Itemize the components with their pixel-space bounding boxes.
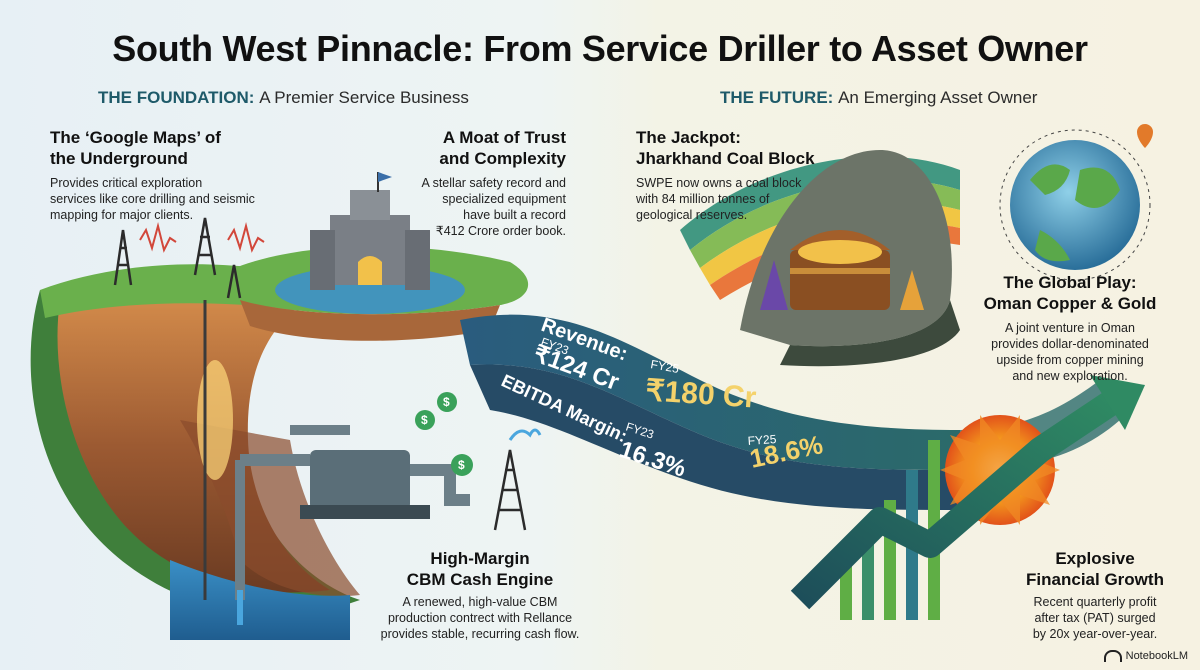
seismic-wave-right: [227, 222, 265, 253]
growth-body-line3: by 20x year-over-year.: [1032, 627, 1158, 641]
cbm-body-line3: provides stable, recurring cash flow.: [380, 627, 580, 641]
jackpot-body-line2: with 84 million tonnes of: [636, 192, 770, 206]
jackpot-body-line3: geological reserves.: [636, 208, 748, 222]
global-play-body-line3: upside from copper mining: [996, 353, 1144, 367]
global-play-heading-line1: The Global Play:: [1003, 273, 1137, 292]
revenue-fy25-value: ₹180 Cr: [645, 374, 758, 415]
dollar-coins: $ $ $: [415, 392, 473, 476]
google-maps-body-line3: mapping for major clients.: [50, 208, 194, 222]
jackpot-heading-line2: Jharkhand Coal Block: [636, 149, 815, 168]
cbm-block: High-Margin CBM Cash Engine A renewed, h…: [350, 548, 610, 642]
growth-heading-line2: Financial Growth: [1026, 570, 1164, 589]
foundation-subtitle: A Premier Service Business: [259, 88, 469, 107]
global-play-body-line2: provides dollar-denominated: [991, 337, 1149, 351]
global-play-heading: The Global Play: Oman Copper & Gold: [960, 272, 1180, 314]
google-maps-body-line2: services like core drilling and seismic: [50, 192, 255, 206]
growth-body: Recent quarterly profit after tax (PAT) …: [1005, 594, 1185, 642]
seismic-wave-left: [139, 222, 177, 253]
page-title: South West Pinnacle: From Service Drille…: [112, 28, 1088, 69]
google-maps-heading-line1: The ‘Google Maps’ of: [50, 128, 221, 147]
google-maps-heading-line2: the Underground: [50, 149, 188, 168]
globe-icon: [999, 124, 1153, 281]
moat-body-line4: ₹412 Crore order book.: [435, 224, 566, 238]
treasure-chest: [760, 230, 924, 310]
revenue-fy25-label: FY25: [649, 357, 680, 376]
growth-heading-line1: Explosive: [1055, 549, 1135, 568]
foundation-heading: THE FOUNDATION: A Premier Service Busine…: [98, 88, 469, 108]
future-subtitle: An Emerging Asset Owner: [838, 88, 1038, 107]
dollar-sign: $: [421, 413, 428, 427]
moat-block: A Moat of Trust and Complexity A stellar…: [360, 127, 566, 239]
watermark-text: NotebookLM: [1125, 650, 1188, 662]
growth-body-line1: Recent quarterly profit: [1033, 595, 1157, 609]
jackpot-body-line1: SWPE now owns a coal block: [636, 176, 802, 190]
growth-block: Explosive Financial Growth Recent quarte…: [1005, 548, 1185, 642]
cbm-body-line1: A renewed, high-value CBM: [402, 595, 558, 609]
google-maps-body: Provides critical exploration services l…: [50, 175, 310, 223]
dollar-sign: $: [458, 458, 465, 472]
notebooklm-watermark: NotebookLM: [1103, 650, 1188, 662]
water-spray: [508, 428, 542, 441]
ebitda-fy25-label: FY25: [747, 432, 777, 448]
growth-chart: [790, 375, 1145, 620]
cbm-body: A renewed, high-value CBM production con…: [350, 594, 610, 642]
foundation-label: THE FOUNDATION:: [98, 88, 255, 107]
cbm-heading-line2: CBM Cash Engine: [406, 570, 554, 589]
global-play-heading-line2: Oman Copper & Gold: [983, 294, 1157, 313]
moat-body-line2: specialized equipment: [442, 192, 566, 206]
notebooklm-logo-icon: [1103, 650, 1122, 662]
oil-derrick: [493, 449, 527, 531]
jackpot-heading: The Jackpot: Jharkhand Coal Block: [636, 127, 856, 169]
global-play-body-line1: A joint venture in Oman: [1005, 321, 1135, 335]
jackpot-block: The Jackpot: Jharkhand Coal Block SWPE n…: [636, 127, 856, 223]
cbm-heading: High-Margin CBM Cash Engine: [350, 548, 610, 590]
moat-heading-line2: and Complexity: [439, 149, 566, 168]
growth-body-line2: after tax (PAT) surged: [1034, 611, 1156, 625]
cbm-heading-line1: High-Margin: [430, 549, 530, 568]
future-heading: THE FUTURE: An Emerging Asset Owner: [720, 88, 1037, 108]
ribbon-revenue: [460, 314, 960, 470]
moat-body-line1: A stellar safety record and: [421, 176, 566, 190]
global-play-body-line4: and new exploration.: [1012, 369, 1128, 383]
cbm-body-line2: production contrect with Rellance: [387, 611, 573, 625]
google-maps-heading: The ‘Google Maps’ of the Underground: [50, 127, 310, 169]
moat-heading-line1: A Moat of Trust: [442, 128, 566, 147]
global-play-block: The Global Play: Oman Copper & Gold A jo…: [960, 272, 1180, 384]
castle-island: [230, 172, 529, 341]
google-maps-body-line1: Provides critical exploration: [50, 176, 203, 190]
jackpot-heading-line1: The Jackpot:: [636, 128, 741, 147]
google-maps-block: The ‘Google Maps’ of the Underground Pro…: [50, 127, 310, 223]
drilling-rigs: [113, 217, 242, 299]
jackpot-body: SWPE now owns a coal block with 84 milli…: [636, 175, 856, 223]
future-label: THE FUTURE:: [720, 88, 834, 107]
growth-heading: Explosive Financial Growth: [1005, 548, 1185, 590]
dollar-sign: $: [443, 395, 450, 409]
moat-body-line3: have built a record: [463, 208, 566, 222]
moat-heading: A Moat of Trust and Complexity: [360, 127, 566, 169]
moat-body: A stellar safety record and specialized …: [360, 175, 566, 239]
global-play-body: A joint venture in Oman provides dollar-…: [960, 320, 1180, 384]
ribbon-ebitda: [470, 364, 960, 510]
cbm-pump: [235, 425, 470, 625]
